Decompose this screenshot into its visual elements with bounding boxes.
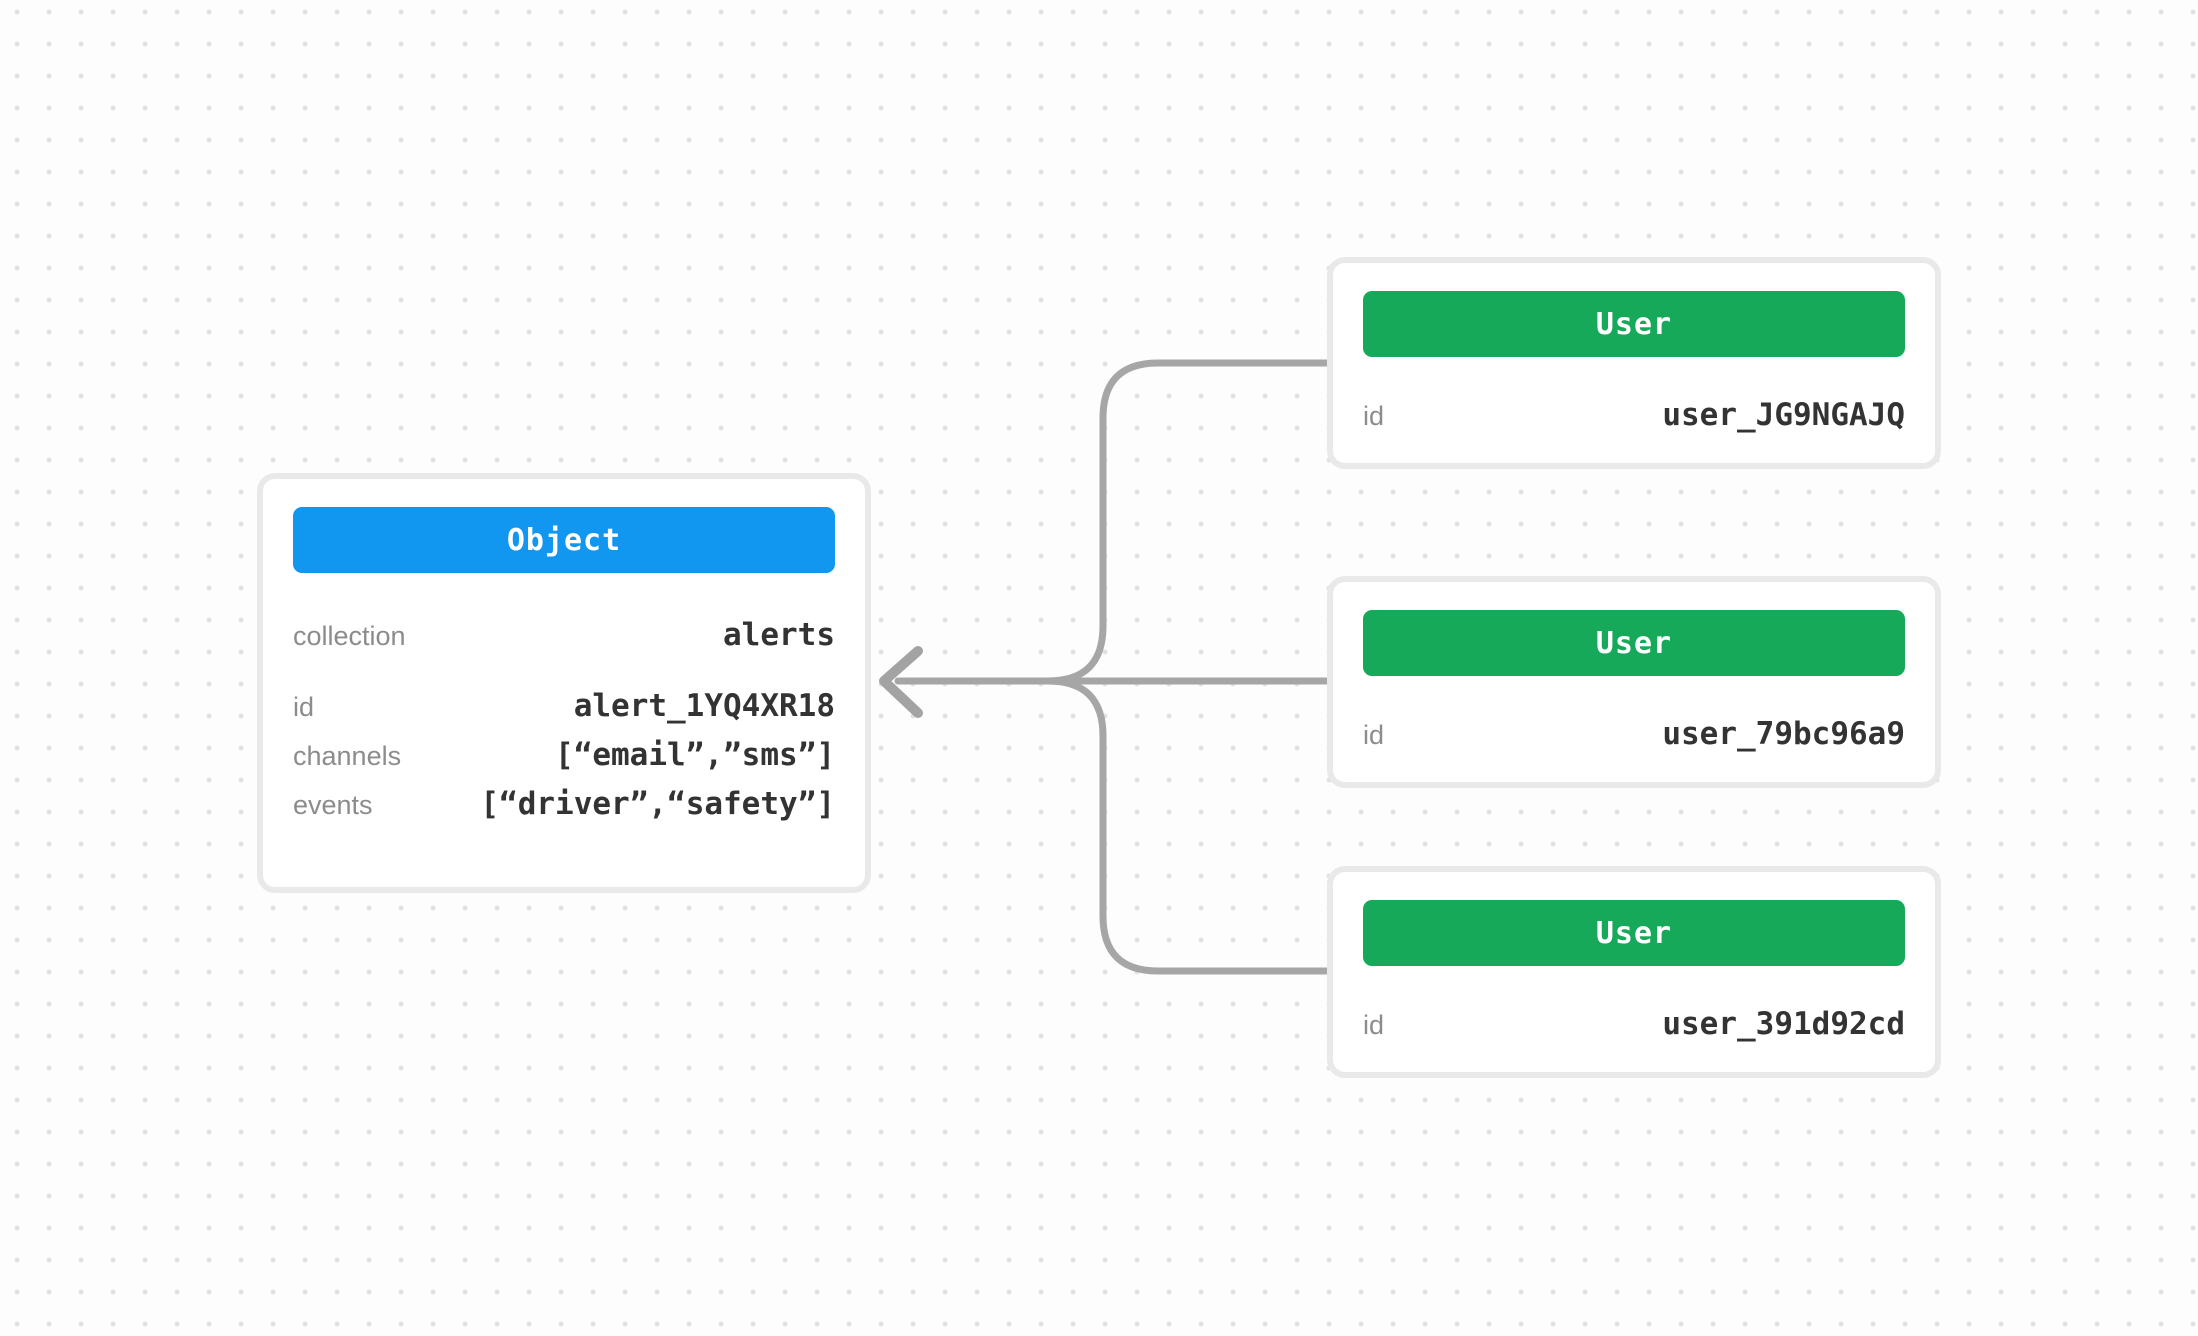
field-row-events: events [“driver”,“safety”] (293, 780, 835, 829)
object-card[interactable]: Object collection alerts id alert_1YQ4XR… (257, 473, 871, 893)
user-card-3-title-bar: User (1363, 900, 1905, 966)
field-row-user2-id: id user_79bc96a9 (1363, 710, 1905, 759)
field-value-user1-id: user_JG9NGAJQ (1662, 397, 1905, 433)
field-value-id: alert_1YQ4XR18 (573, 688, 835, 724)
field-label-user3-id: id (1363, 1010, 1385, 1040)
user-card-2-title-bar: User (1363, 610, 1905, 676)
field-label-channels: channels (293, 741, 402, 771)
field-label-id: id (293, 692, 315, 722)
field-value-user3-id: user_391d92cd (1662, 1006, 1905, 1042)
object-card-title-bar: Object (293, 507, 835, 573)
field-value-channels: [“email”,”sms”] (555, 737, 835, 773)
field-row-user3-id: id user_391d92cd (1363, 1000, 1905, 1049)
field-row-id: id alert_1YQ4XR18 (293, 682, 835, 731)
object-card-title: Object (506, 522, 622, 558)
field-value-events: [“driver”,“safety”] (480, 786, 835, 822)
field-row-channels: channels [“email”,”sms”] (293, 731, 835, 780)
field-label-user2-id: id (1363, 720, 1385, 750)
user-card-2[interactable]: User id user_79bc96a9 (1327, 576, 1941, 788)
field-row-collection: collection alerts (293, 611, 835, 660)
field-label-collection: collection (293, 621, 406, 651)
user-card-3[interactable]: User id user_391d92cd (1327, 866, 1941, 1078)
field-label-events: events (293, 790, 373, 820)
user-card-3-title: User (1595, 915, 1673, 951)
user-card-1[interactable]: User id user_JG9NGAJQ (1327, 257, 1941, 469)
connector-user1-edge (1044, 359, 1337, 685)
arrow-left-icon (879, 646, 923, 718)
field-value-collection: alerts (723, 617, 835, 653)
field-value-user2-id: user_79bc96a9 (1662, 716, 1905, 752)
field-label-user1-id: id (1363, 401, 1385, 431)
connector-user3-edge (1044, 677, 1330, 975)
user-card-1-title: User (1595, 306, 1673, 342)
user-card-1-title-bar: User (1363, 291, 1905, 357)
field-row-user1-id: id user_JG9NGAJQ (1363, 391, 1905, 440)
user-card-2-title: User (1595, 625, 1673, 661)
